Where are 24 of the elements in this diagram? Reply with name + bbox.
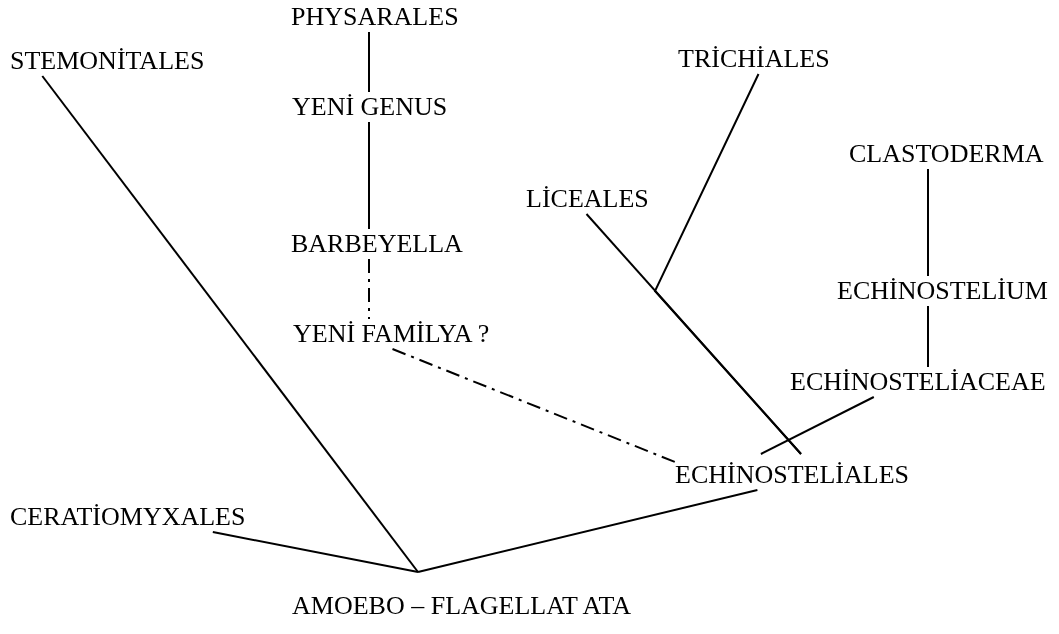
taxon-label: YENİ GENUS — [292, 92, 448, 122]
branch-line — [41, 75, 419, 573]
branch-line — [368, 31, 370, 93]
branch-line — [585, 213, 802, 455]
branch-line — [417, 489, 759, 573]
taxon-label: LİCEALES — [526, 184, 649, 214]
taxon-label: CERATİOMYXALES — [10, 502, 246, 532]
branch-line — [927, 305, 929, 368]
branch-line — [368, 121, 370, 230]
branch-line — [759, 396, 875, 455]
taxon-label: ECHİNOSTELİUM — [837, 276, 1048, 306]
taxon-label: CLASTODERMA — [849, 139, 1044, 169]
branch-line — [211, 531, 419, 573]
taxon-label: STEMONİTALES — [10, 46, 205, 76]
taxon-label: YENİ FAMİLYA ? — [293, 319, 490, 349]
taxon-label: ECHİNOSTELİALES — [675, 460, 909, 490]
taxon-label: TRİCHİALES — [678, 44, 830, 74]
taxon-label: PHYSARALES — [291, 2, 459, 32]
branch-line — [391, 348, 676, 463]
taxon-label: ECHİNOSTELİACEAE — [790, 367, 1046, 397]
taxon-label: AMOEBO – FLAGELLAT ATA — [292, 591, 632, 621]
branch-line — [927, 168, 929, 277]
taxon-label: BARBEYELLA — [291, 229, 463, 259]
branch-line — [368, 258, 370, 320]
